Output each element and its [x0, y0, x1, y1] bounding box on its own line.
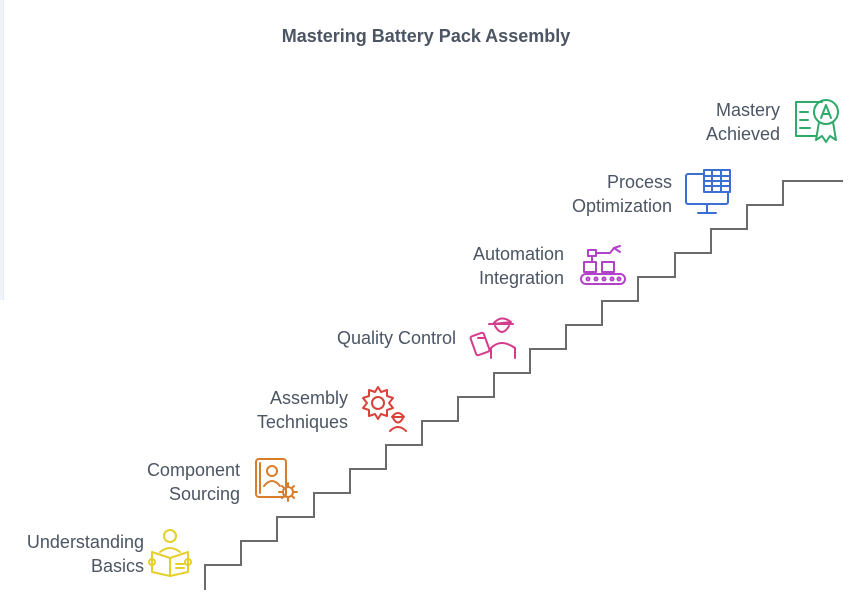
step-label-quality-control: Quality Control [337, 326, 456, 350]
profile-gear-icon [255, 458, 298, 502]
step-label-line1: Automation [472, 244, 564, 264]
step-label-line1: Component [146, 460, 240, 480]
step-label-line1: Process [606, 172, 672, 192]
step-label-line2: Optimization [571, 196, 672, 216]
step-label-line1: Quality Control [336, 328, 456, 348]
step-label-line2: Basics [90, 556, 144, 576]
step-label-line1: Understanding [26, 532, 144, 552]
step-label-component-sourcing: Component Sourcing [147, 458, 240, 506]
page-title: Mastering Battery Pack Assembly [281, 26, 571, 46]
step-label-line2: Sourcing [168, 484, 240, 504]
certificate-award-icon [795, 99, 839, 143]
step-label-line1: Assembly [269, 388, 348, 408]
monitor-spreadsheet-icon [685, 169, 731, 214]
robot-conveyor-icon [580, 245, 626, 285]
step-label-process-optimization: Process Optimization [572, 170, 672, 218]
step-label-understanding-basics: Understanding Basics [27, 530, 144, 578]
step-label-mastery-achieved: Mastery Achieved [706, 98, 780, 146]
left-edge-panel [0, 0, 4, 300]
reading-book-icon [148, 529, 192, 577]
step-label-line2: Techniques [256, 412, 348, 432]
step-label-line2: Achieved [705, 124, 780, 144]
step-label-automation-integration: Automation Integration [473, 242, 564, 290]
step-label-line1: Mastery [715, 100, 780, 120]
step-label-line2: Integration [478, 268, 564, 288]
inspector-clipboard-icon [469, 317, 516, 359]
step-label-assembly-techniques: Assembly Techniques [257, 386, 348, 434]
gear-worker-icon [362, 386, 407, 432]
staircase-line [204, 180, 843, 590]
